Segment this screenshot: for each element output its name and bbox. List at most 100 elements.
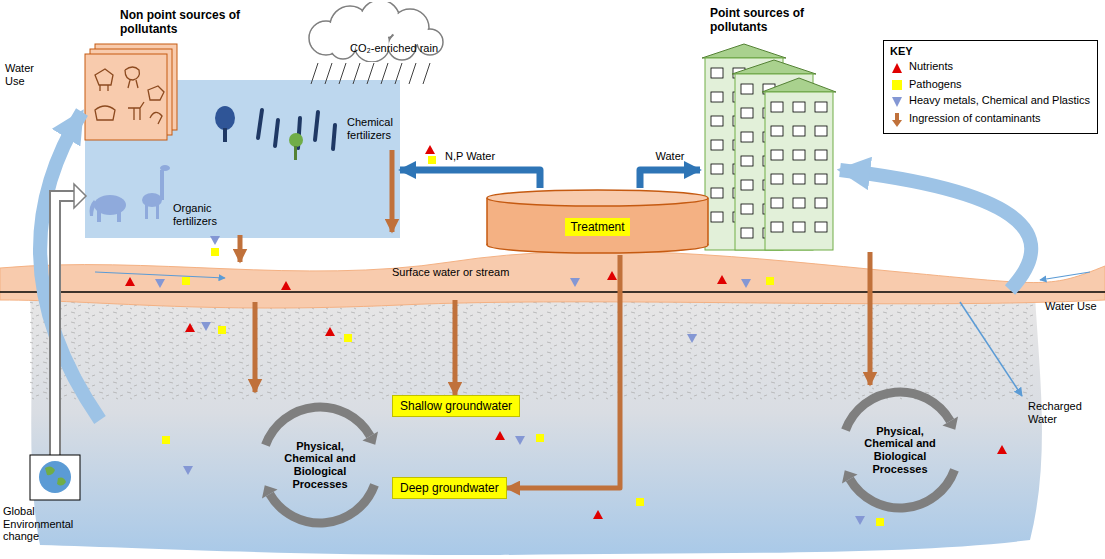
path-shape [892, 120, 902, 127]
metal-symbol [201, 322, 211, 331]
ingression-arrow [507, 255, 620, 488]
legend-symbol [890, 95, 904, 109]
roof [762, 78, 836, 92]
window [741, 156, 753, 166]
globe [39, 461, 71, 493]
window [793, 102, 805, 112]
path-shape [95, 69, 113, 91]
roof [732, 60, 816, 74]
cycle-arrowhead [942, 417, 958, 430]
edge-label: Water [656, 150, 685, 162]
nutrient-symbol [325, 327, 335, 336]
legend-symbol [890, 61, 904, 75]
groundwater-box: Deep groundwater [392, 477, 507, 499]
window [771, 174, 783, 184]
animal-icons [95, 67, 164, 124]
ingression-arrow [390, 150, 395, 232]
rect-shape [294, 146, 297, 160]
pathogen-symbol [211, 248, 219, 256]
rect-shape [223, 128, 227, 142]
legend-text: Nutrients [909, 60, 953, 73]
window [741, 132, 753, 142]
path-shape [90, 200, 98, 216]
path-shape [892, 63, 902, 73]
window [771, 222, 783, 232]
nutrient-symbol [717, 275, 727, 284]
rain-cloud: CO₂-enriched rain [298, 2, 448, 62]
nutrient-symbol [607, 271, 617, 280]
legend-swatch [892, 80, 902, 90]
ingression-arrow [868, 252, 873, 385]
node-text: Physical, Chemical and Biological Proces… [858, 425, 942, 476]
legend-text: Ingression of contaminants [909, 112, 1040, 125]
window [815, 198, 827, 208]
window [771, 102, 783, 112]
node-text: Surface water or stream [392, 266, 509, 279]
line-shape [409, 63, 416, 84]
ingression-arrow [960, 302, 961, 380]
nutrient-symbol [593, 510, 603, 519]
node-text: Non point sources of pollutants [120, 8, 260, 37]
rect-shape [895, 113, 899, 121]
nutrient-symbol [185, 323, 195, 332]
path-shape [258, 110, 335, 149]
window [793, 222, 805, 232]
window [793, 150, 805, 160]
window [815, 150, 827, 160]
path-shape [148, 86, 164, 100]
window [815, 222, 827, 232]
free-label: Water Use [5, 62, 55, 87]
rect-shape [145, 205, 148, 219]
node-text: CO₂-enriched rain [350, 42, 438, 55]
ellipse-shape [215, 106, 235, 130]
buildings [702, 44, 836, 250]
legend-row: Ingression of contaminants [890, 112, 1091, 127]
ellipse-shape [142, 193, 162, 207]
window [711, 212, 723, 222]
ellipse-shape [487, 190, 708, 206]
metal-symbol [155, 279, 165, 288]
window [741, 228, 753, 238]
nutrient-symbol [125, 277, 135, 286]
legend-symbol [890, 113, 904, 127]
rect-shape [117, 210, 121, 222]
legend-box: KEY NutrientsPathogensHeavy metals, Chemi… [883, 40, 1098, 134]
window [793, 126, 805, 136]
window [711, 116, 723, 126]
metal-symbol [183, 466, 193, 475]
globe-box [30, 455, 80, 500]
flow-line [95, 272, 225, 278]
surface-water-band [0, 251, 1105, 308]
cycle-arrow [265, 407, 370, 445]
pathogen-symbol [766, 277, 774, 285]
line-shape [423, 63, 430, 84]
globe-land [45, 466, 66, 485]
contaminant-symbols [125, 145, 1007, 526]
window [711, 140, 723, 150]
ellipse-shape [160, 165, 170, 171]
legend-title: KEY [890, 45, 1091, 57]
legend-text: Pathogens [909, 78, 962, 91]
change-arrow [55, 196, 76, 457]
pathogen-symbol [182, 277, 190, 285]
point-source-block: Point sources of pollutants [700, 4, 875, 252]
path-shape [95, 106, 115, 120]
cycle-arrow [845, 392, 950, 430]
treatment-tank: Treatment [485, 188, 710, 255]
line-shape [367, 63, 374, 84]
window [793, 198, 805, 208]
roof [702, 44, 786, 58]
rect-shape [156, 205, 159, 219]
legend-row: Heavy metals, Chemical and Plastics [890, 94, 1091, 109]
node-text: Physical, Chemical and Biological Proces… [278, 440, 362, 491]
edge-label: N,P Water [445, 150, 495, 162]
cycle-arrow [270, 485, 375, 523]
path-shape [128, 102, 144, 120]
building [765, 92, 833, 250]
metal-symbol [741, 279, 751, 288]
water-flow-arrow [400, 170, 540, 188]
window [793, 174, 805, 184]
flow-line [1040, 272, 1090, 280]
rect-shape [160, 170, 164, 200]
surface-water-node: Surface water or stream [0, 262, 1105, 300]
